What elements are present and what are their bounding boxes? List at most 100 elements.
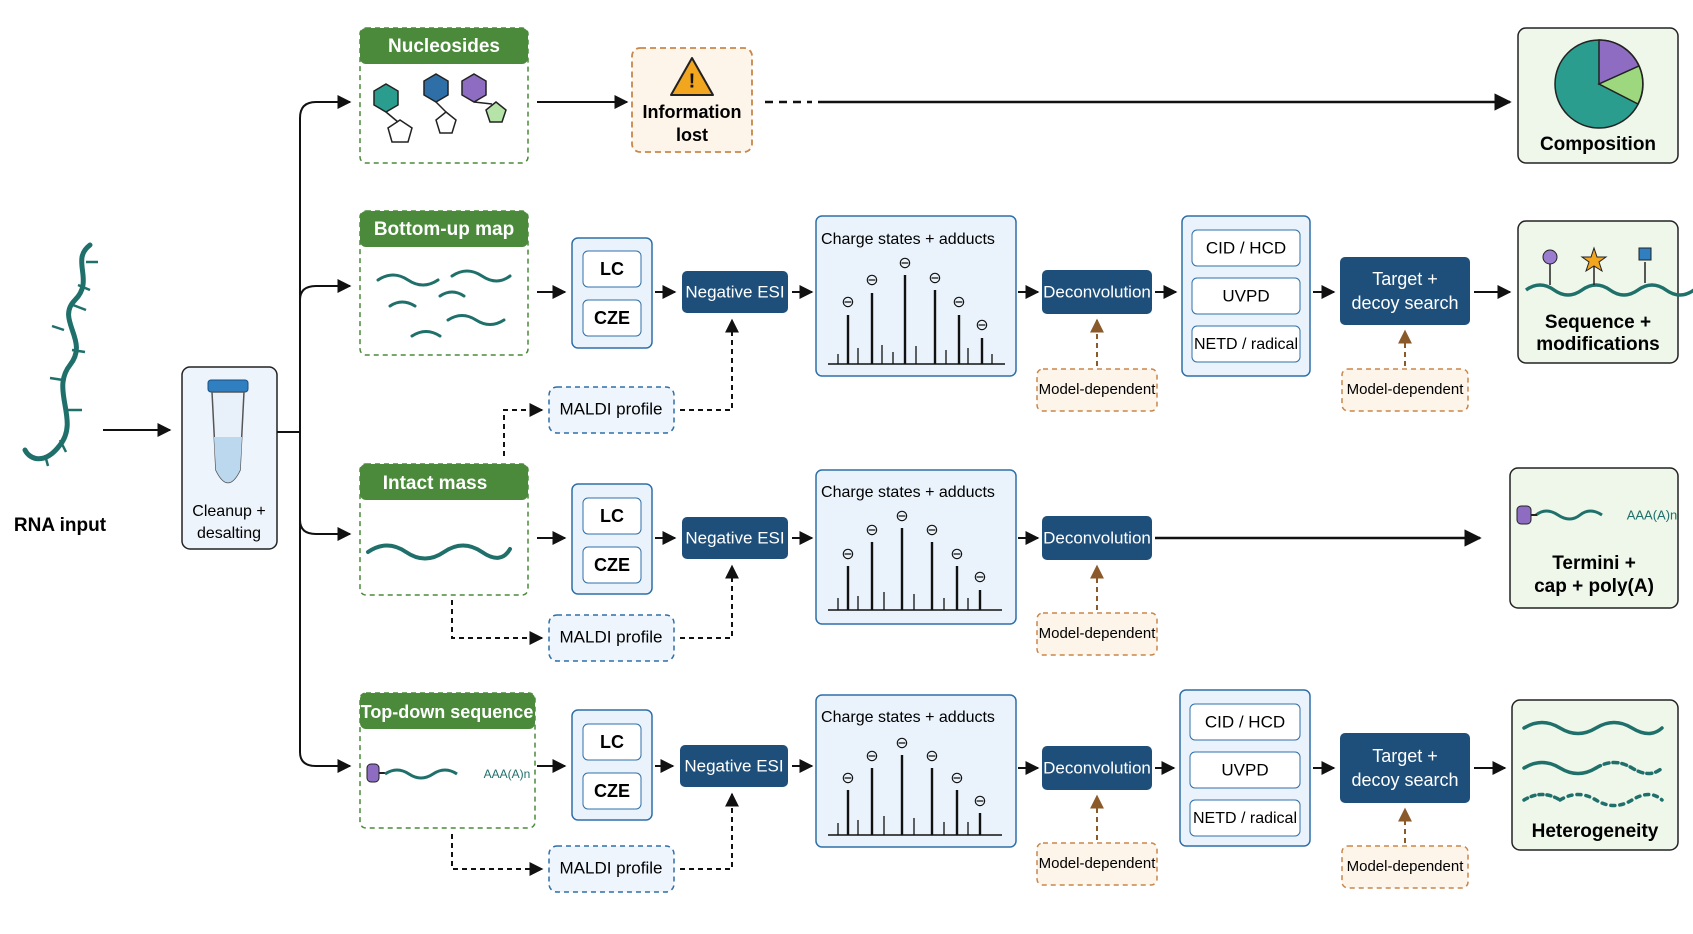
sequence-line1: Sequence + bbox=[1545, 312, 1651, 333]
in-charge-2: ⊖ bbox=[865, 522, 878, 539]
bottom-up-header bbox=[360, 211, 528, 247]
bu-lc-label: LC bbox=[600, 259, 624, 279]
bu-cid-label: CID / HCD bbox=[1206, 238, 1286, 257]
td-maldi-box bbox=[548, 845, 675, 893]
in-charge-3: ⊖ bbox=[895, 508, 908, 525]
in-charge-5: ⊖ bbox=[950, 546, 963, 563]
in-charge-6: ⊖ bbox=[973, 569, 986, 586]
td-charge-2: ⊖ bbox=[865, 748, 878, 765]
bu-charge-4: ⊖ bbox=[928, 270, 941, 287]
arrow-td-maldi-to-esi bbox=[680, 792, 739, 870]
heterogeneity-strands-icon bbox=[1522, 720, 1664, 808]
td-spectrum-plot bbox=[828, 755, 1002, 836]
bu-charge-6: ⊖ bbox=[975, 317, 988, 334]
pie-chart-icon bbox=[1554, 39, 1644, 129]
nucleosides-title: Nucleosides bbox=[388, 36, 500, 57]
rna-fragments-icon bbox=[376, 269, 512, 338]
arrow-intact-to-bu-maldi bbox=[503, 403, 544, 456]
bottom-up-title: Bottom-up map bbox=[374, 219, 514, 240]
td-charge-3: ⊖ bbox=[895, 735, 908, 752]
termini-line2: cap + poly(A) bbox=[1534, 576, 1654, 597]
bu-esi-box bbox=[682, 271, 788, 313]
in-cze-chip bbox=[582, 546, 642, 584]
arrow-bu-maldi-to-esi bbox=[680, 318, 739, 411]
termini-line1: Termini + bbox=[1552, 553, 1636, 574]
warning-icon: ! bbox=[670, 57, 714, 96]
td-maldi-label: MALDI profile bbox=[560, 858, 663, 877]
capped-strand-icon bbox=[1516, 505, 1603, 525]
td-charge-1: ⊖ bbox=[841, 770, 854, 787]
td-deconv-note: Model-dependent bbox=[1039, 855, 1157, 872]
td-lc-label: LC bbox=[600, 732, 624, 752]
intact-header bbox=[360, 464, 528, 500]
nucleosides-header bbox=[360, 28, 528, 64]
td-deconv-label: Deconvolution bbox=[1043, 758, 1151, 777]
in-spectrum-title: Charge states + adducts bbox=[821, 484, 995, 501]
td-spectrum-title: Charge states + adducts bbox=[821, 709, 995, 726]
td-search-note-box bbox=[1341, 845, 1469, 889]
td-cze-chip bbox=[582, 772, 642, 810]
cleanup-line1: Cleanup + bbox=[192, 503, 265, 520]
arrow-in-maldi-to-esi bbox=[680, 564, 739, 639]
in-charge-4: ⊖ bbox=[925, 522, 938, 539]
bu-search-line1: Target + bbox=[1372, 269, 1438, 289]
termini-polya-label: AAA(A)n bbox=[1627, 507, 1678, 522]
in-deconv-label: Deconvolution bbox=[1043, 528, 1151, 547]
bu-search-note: Model-dependent bbox=[1347, 381, 1465, 398]
in-deconv-note: Model-dependent bbox=[1039, 625, 1157, 642]
rna-input-label: RNA input bbox=[14, 515, 107, 536]
bu-charge-1: ⊖ bbox=[841, 294, 854, 311]
in-maldi-label: MALDI profile bbox=[560, 627, 663, 646]
in-charge-markers: ⊖ ⊖ ⊖ ⊖ ⊖ ⊖ bbox=[841, 508, 986, 586]
top-down-polya-label: AAA(A)n bbox=[484, 767, 531, 781]
bu-search-box bbox=[1340, 257, 1470, 325]
sequence-output-box bbox=[1517, 220, 1679, 364]
heterogeneity-label: Heterogeneity bbox=[1532, 821, 1659, 842]
in-maldi-box bbox=[548, 614, 675, 662]
cleanup-line2: desalting bbox=[197, 525, 261, 542]
td-uvpd-chip bbox=[1189, 751, 1301, 789]
top-down-strand-icon bbox=[366, 763, 458, 783]
td-spectrum-box bbox=[815, 694, 1017, 848]
intact-title: Intact mass bbox=[383, 473, 488, 494]
bu-spectrum-plot bbox=[828, 275, 1005, 365]
bu-cid-chip bbox=[1191, 229, 1301, 267]
bu-netd-label: NETD / radical bbox=[1194, 336, 1298, 353]
td-netd-chip bbox=[1189, 799, 1301, 837]
td-search-box bbox=[1340, 733, 1470, 803]
bu-uvpd-chip bbox=[1191, 277, 1301, 315]
bu-lc-chip bbox=[582, 250, 642, 288]
bu-charge-2: ⊖ bbox=[865, 272, 878, 289]
tube-icon bbox=[207, 379, 249, 484]
td-charge-5: ⊖ bbox=[950, 770, 963, 787]
bu-charge-markers: ⊖ ⊖ ⊖ ⊖ ⊖ ⊖ bbox=[841, 255, 988, 334]
bu-search-line2: decoy search bbox=[1351, 293, 1458, 313]
info-lost-line1: Information bbox=[643, 102, 742, 122]
info-lost-line2: lost bbox=[676, 125, 708, 145]
in-deconv-box bbox=[1042, 516, 1152, 560]
bu-cze-label: CZE bbox=[594, 308, 630, 328]
td-esi-label: Negative ESI bbox=[684, 756, 783, 775]
termini-output-box bbox=[1509, 467, 1679, 609]
bu-deconv-box bbox=[1042, 270, 1152, 314]
td-lc-chip bbox=[582, 723, 642, 761]
composition-label: Composition bbox=[1540, 134, 1656, 155]
bu-deconv-note: Model-dependent bbox=[1039, 381, 1157, 398]
in-spectrum-plot bbox=[828, 528, 1002, 611]
svg-text:!: ! bbox=[689, 70, 696, 92]
td-charge-4: ⊖ bbox=[925, 748, 938, 765]
td-esi-box bbox=[680, 745, 788, 787]
info-lost-box bbox=[631, 47, 753, 153]
bu-charge-5: ⊖ bbox=[952, 294, 965, 311]
td-uvpd-label: UVPD bbox=[1221, 760, 1268, 779]
td-search-line2: decoy search bbox=[1351, 770, 1458, 790]
td-search-note: Model-dependent bbox=[1347, 858, 1465, 875]
td-cid-label: CID / HCD bbox=[1205, 712, 1285, 731]
in-esi-label: Negative ESI bbox=[685, 528, 784, 547]
in-spectrum-box bbox=[815, 469, 1017, 625]
bu-search-note-box bbox=[1341, 368, 1469, 412]
td-deconv-box bbox=[1042, 746, 1152, 790]
intact-strand-icon bbox=[366, 543, 512, 561]
in-charge-1: ⊖ bbox=[841, 546, 854, 563]
